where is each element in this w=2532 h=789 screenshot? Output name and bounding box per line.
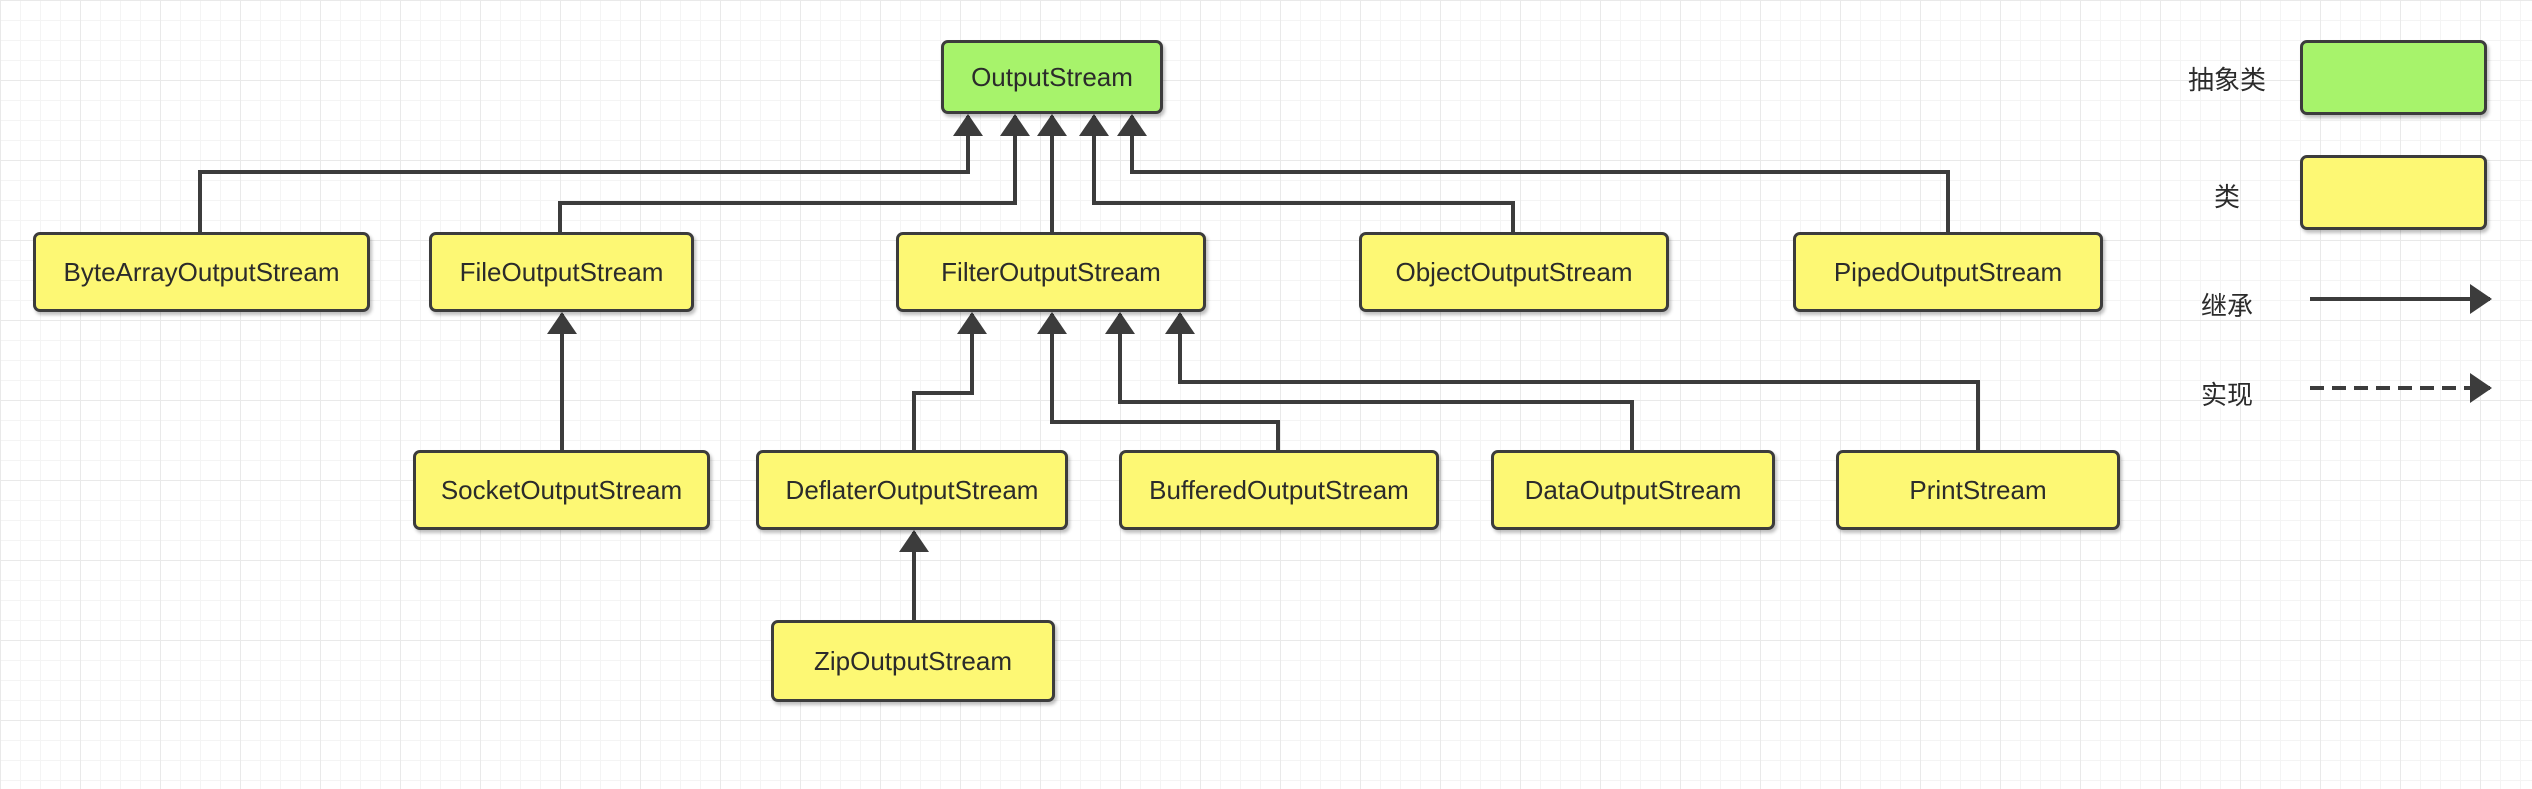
edge-data-to-filter: [1105, 312, 1634, 450]
edge-piped-to-outputstream: [1117, 114, 1950, 232]
edge-object-to-outputstream: [1079, 114, 1515, 232]
node-socketoutputstream[interactable]: SocketOutputStream: [413, 450, 710, 530]
node-objectoutputstream[interactable]: ObjectOutputStream: [1359, 232, 1669, 312]
edge-buffered-to-filter: [1037, 312, 1280, 450]
edge-file-to-outputstream: [558, 114, 1030, 232]
node-fileoutputstream[interactable]: FileOutputStream: [429, 232, 694, 312]
edge-print-to-filter: [1165, 312, 1980, 450]
node-outputstream[interactable]: OutputStream: [941, 40, 1163, 114]
legend-swatch-class: [2300, 155, 2487, 230]
legend-label-inheritance: 继承: [2200, 292, 2253, 322]
node-filteroutputstream[interactable]: FilterOutputStream: [896, 232, 1206, 312]
edge-deflater-to-filter: [912, 312, 987, 450]
node-printstream[interactable]: PrintStream: [1836, 450, 2120, 530]
node-pipedoutputstream[interactable]: PipedOutputStream: [1793, 232, 2103, 312]
legend-label-abstract-class: 抽象类: [2187, 66, 2266, 96]
node-zipoutputstream[interactable]: ZipOutputStream: [771, 620, 1055, 702]
legend-label-implementation: 实现: [2200, 381, 2253, 411]
node-bytearrayoutputstream[interactable]: ByteArrayOutputStream: [33, 232, 370, 312]
node-dataoutputstream[interactable]: DataOutputStream: [1491, 450, 1775, 530]
edge-bytearray-to-outputstream: [198, 114, 983, 232]
legend-label-class: 类: [2213, 183, 2240, 213]
node-deflateroutputstream[interactable]: DeflaterOutputStream: [756, 450, 1068, 530]
legend-swatch-abstract-class: [2300, 40, 2487, 115]
node-bufferedoutputstream[interactable]: BufferedOutputStream: [1119, 450, 1439, 530]
